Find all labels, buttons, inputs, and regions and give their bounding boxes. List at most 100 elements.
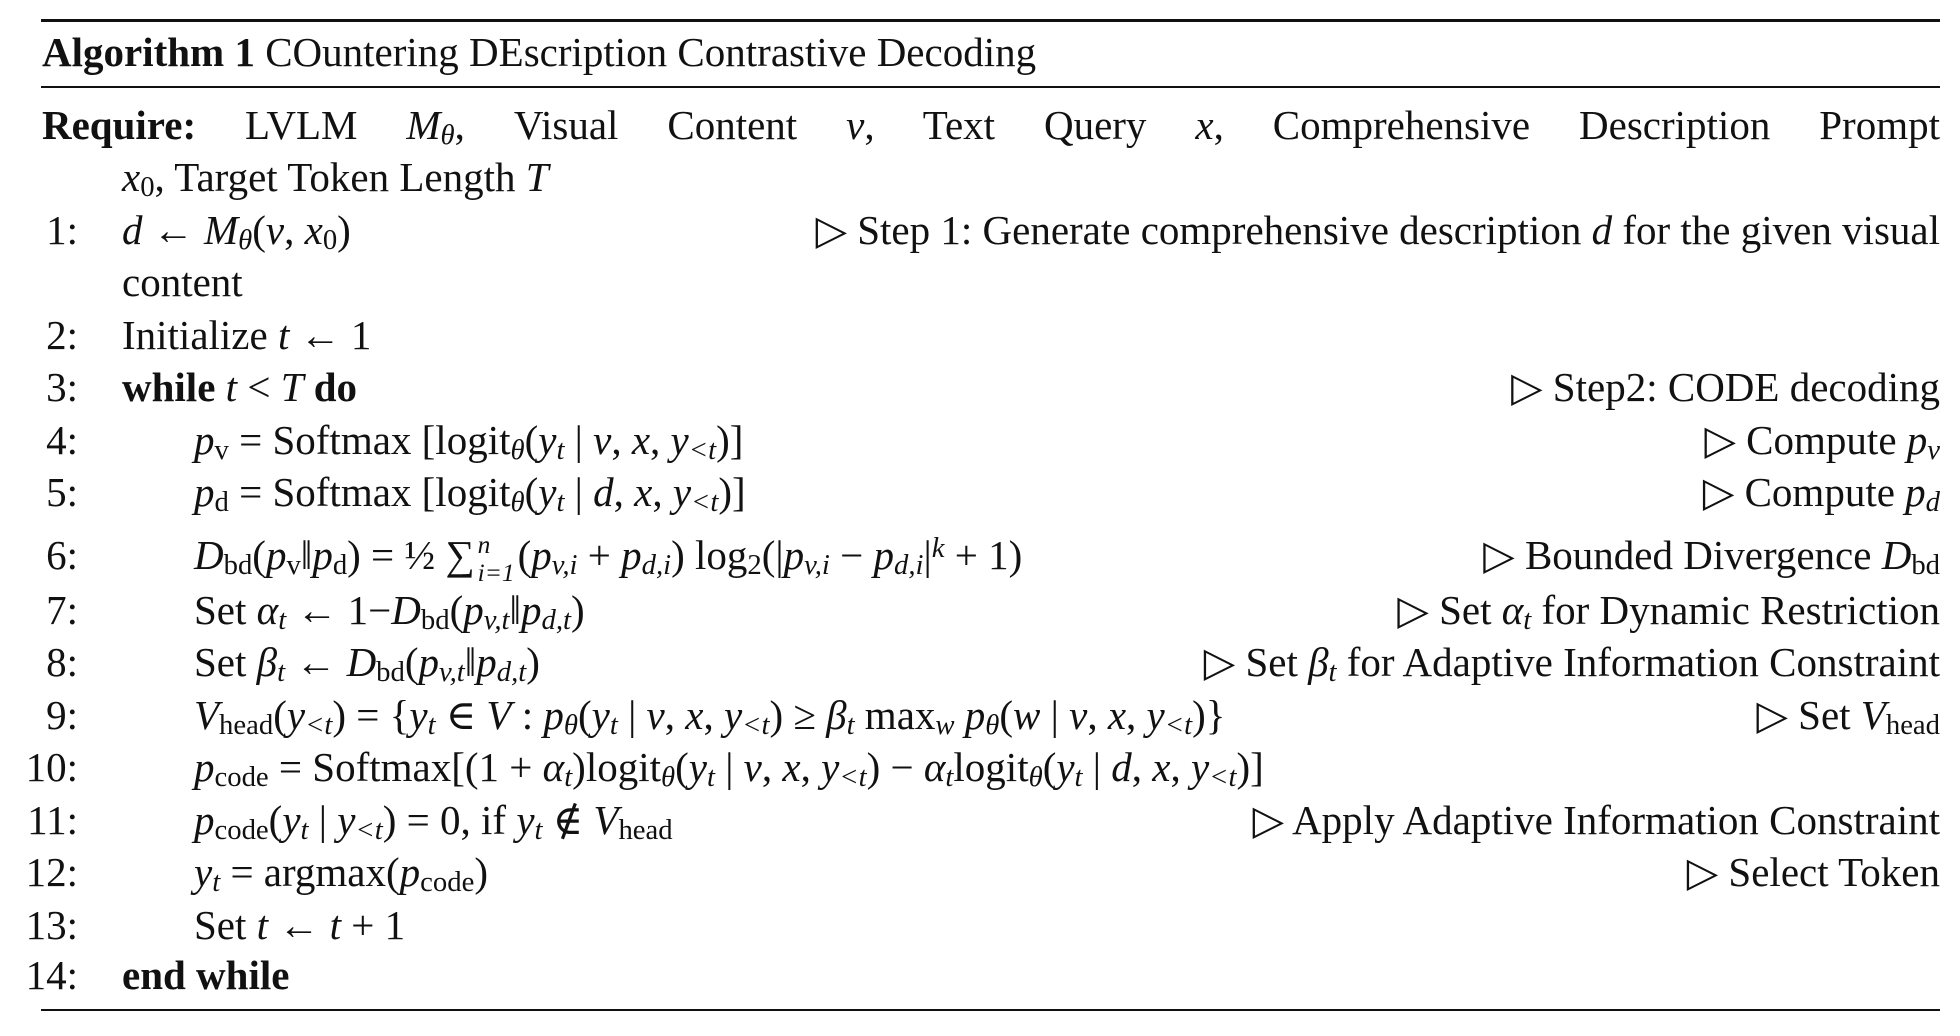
text-run: Set (194, 639, 257, 685)
subscript: t (277, 656, 286, 689)
subscript: bd (223, 549, 253, 582)
text-run: ( (999, 692, 1014, 738)
line-number: 10: (25, 744, 78, 790)
sum-lower-limit: i=1 (477, 558, 515, 587)
math-symbol: y (821, 744, 840, 790)
text-run: , (1170, 744, 1191, 790)
text-run: | (617, 692, 647, 738)
text-run: while (122, 364, 226, 410)
text-run: ← 1− (286, 587, 392, 633)
subscript: <t (1209, 761, 1237, 794)
math-symbol: x (122, 154, 141, 200)
math-symbol: V (486, 692, 512, 738)
math-symbol: v (593, 417, 612, 463)
subscript: d,t (541, 604, 572, 637)
math-symbol: p (194, 744, 215, 790)
text-run: ( (577, 692, 592, 738)
text-run: , (611, 417, 632, 463)
algorithm-line: 11:pcode(yt | y<t) = 0, if yt ∉ Vhead▷ A… (0, 794, 1940, 846)
math-symbol: x (1152, 744, 1171, 790)
subscript: t (534, 814, 543, 847)
text-run: , (650, 417, 671, 463)
line-comment: ▷ Compute pv (1704, 414, 1940, 466)
text-run: )} (1192, 692, 1226, 738)
line-statement: end while (122, 949, 289, 1001)
text-run: ) (526, 639, 540, 685)
line-statement: pv = Softmax [logitθ(yt | v, x, y<t)] (194, 414, 743, 466)
subscript: θ (661, 761, 676, 794)
text-run: do (303, 364, 358, 410)
line-statement: Initialize t ← 1 (122, 309, 371, 361)
text-run: , Text Query (864, 102, 1196, 148)
text-run: (| (761, 532, 784, 578)
subscript: code (420, 866, 475, 899)
math-symbol: α (923, 744, 946, 790)
text-run: = Softmax [logit (228, 469, 511, 515)
line-statement: Vhead(y<t) = {yt ∈ V : pθ(yt | v, x, y<t… (194, 689, 1225, 741)
algorithm-line: 8:Set βt ← Dbd(pv,t‖pd,t)▷ Set βt for Ad… (0, 636, 1940, 688)
math-symbol: D (194, 532, 224, 578)
math-symbol: y (670, 417, 689, 463)
subscript: v,t (483, 604, 510, 637)
text-run: ▷ Step2: CODE decoding (1511, 364, 1940, 410)
math-symbol: M (204, 207, 239, 253)
math-symbol: p (194, 417, 215, 463)
math-symbol: p (964, 692, 986, 738)
text-run: , (652, 469, 673, 515)
math-symbol: p (476, 639, 497, 685)
line-comment: ▷ Step 1: Generate comprehensive descrip… (815, 204, 1940, 256)
math-symbol: D (1881, 532, 1912, 578)
math-symbol: β (256, 639, 278, 685)
subscript: <t (305, 709, 333, 742)
math-symbol: x (1195, 102, 1214, 148)
line-comment: ▷ Step2: CODE decoding (1511, 361, 1940, 413)
math-symbol: d (1591, 207, 1613, 253)
subscript: code (214, 761, 269, 794)
math-symbol: β (826, 692, 847, 738)
subscript: t (1328, 656, 1337, 689)
text-run: ) (571, 587, 585, 633)
subscript: <t (355, 814, 383, 847)
text-run: : (511, 692, 544, 738)
text-run: ← (285, 639, 347, 685)
math-symbol: p (194, 469, 215, 515)
text-run: , Visual Content (454, 102, 847, 148)
math-symbol: y (286, 692, 306, 738)
math-symbol: x (1107, 692, 1127, 738)
text-run: ← 1 (289, 312, 372, 358)
math-symbol: t (225, 364, 238, 410)
math-symbol: p (1906, 417, 1928, 463)
text-run: Set (194, 902, 257, 948)
math-symbol: α (542, 744, 565, 790)
text-run: ( (268, 797, 283, 843)
line-number: 2: (46, 312, 78, 358)
subscript: <t (839, 761, 867, 794)
text-run: ‖ (300, 532, 313, 578)
text-run: ▷ Set (1756, 692, 1861, 738)
subscript: d (214, 486, 229, 519)
text-run: COuntering DEscription Contrastive Decod… (254, 29, 1037, 75)
math-symbol: y (538, 417, 557, 463)
text-run: | (923, 532, 932, 578)
text-run: ( (1042, 744, 1057, 790)
line-statement: content (122, 256, 243, 308)
line-number: 4: (46, 417, 78, 463)
algorithm-line: 9:Vhead(y<t) = {yt ∈ V : pθ(yt | v, x, y… (0, 689, 1940, 741)
text-run: ∉ (542, 797, 594, 843)
text-run: )logit (572, 744, 661, 790)
text-run: , Comprehensive Description Prompt (1213, 102, 1940, 148)
text-run: logit (953, 744, 1029, 790)
text-run: , (1131, 744, 1153, 790)
math-symbol: y (337, 797, 356, 843)
text-run: , (613, 469, 635, 515)
subscript: head (1885, 709, 1940, 742)
text-run: ▷ Apply Adaptive Information Constraint (1252, 797, 1940, 843)
text-run: LVLM (196, 102, 407, 148)
text-run: ) (337, 207, 351, 253)
math-symbol: T (280, 364, 304, 410)
subscript: t (427, 709, 436, 742)
subscript: <t (691, 486, 719, 519)
bottom-rule (41, 1009, 1940, 1011)
text-run: ∈ (435, 692, 487, 738)
text-run: ( (252, 532, 266, 578)
